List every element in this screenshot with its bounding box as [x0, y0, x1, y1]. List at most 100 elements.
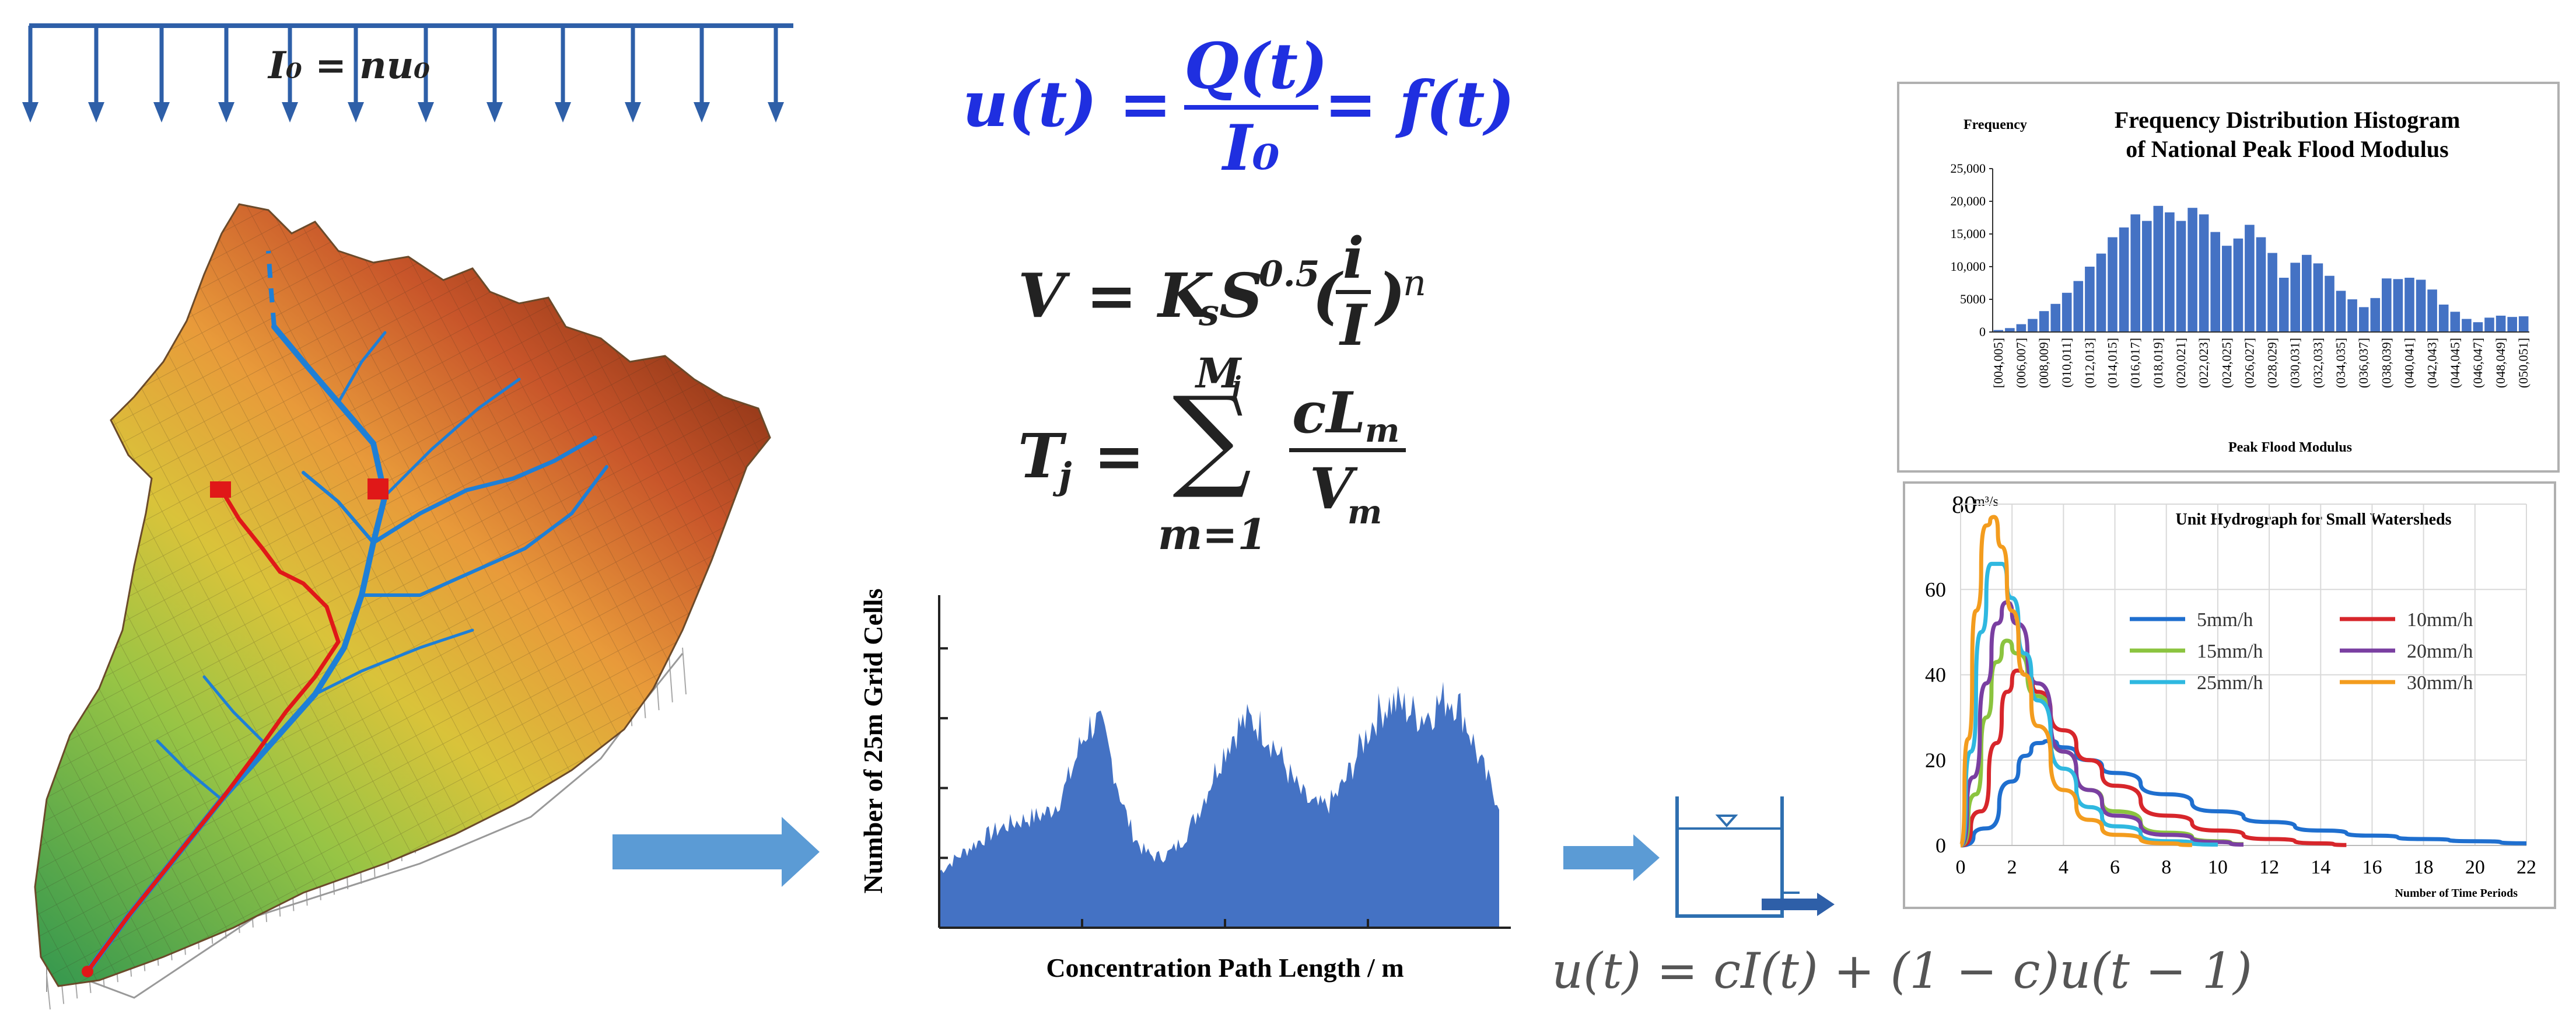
river-headwater-dashed — [266, 250, 276, 327]
histogram-bar — [2382, 278, 2392, 332]
hydrograph-x-tick-label: 0 — [1956, 857, 1966, 878]
tj-sum-symbol: ∑ — [1172, 373, 1252, 502]
hydrograph-ytick-top: 80 — [1952, 492, 1976, 519]
histogram-bar — [2370, 298, 2381, 332]
histogram-x-tick-label: (050,051] — [2516, 338, 2530, 388]
hydrograph-x-tick-label: 12 — [2259, 857, 2279, 878]
hydrograph-legend-label: 20mm/h — [2407, 641, 2473, 662]
watershed-outlet-point — [82, 966, 93, 977]
histogram-x-tick-label: (032,033] — [2311, 338, 2325, 388]
histogram-bar — [2325, 275, 2334, 332]
velocity-slope: S — [1219, 260, 1264, 331]
tj-frac-numerator: cL — [1292, 380, 1366, 446]
histogram-bar — [2507, 317, 2517, 332]
histogram-bar — [2153, 205, 2164, 332]
tj-sum-upper-subscript: j — [1232, 371, 1241, 400]
histogram-y-tick-label: 10,000 — [1951, 259, 1986, 274]
histogram-bar — [2130, 214, 2140, 332]
hydrograph-legend-label: 5mm/h — [2197, 609, 2253, 631]
velocity-equation-lhs: V = K — [1018, 260, 1211, 331]
hydrograph-x-tick-label: 4 — [2059, 857, 2068, 878]
tj-lhs: T — [1018, 420, 1063, 492]
histogram-bar — [2096, 253, 2106, 332]
hydrograph-series-20mm-per-h — [1959, 600, 2244, 848]
hydrograph-x-tick-label: 16 — [2362, 857, 2382, 878]
routing-equation: u(t) = cI(t) + (1 − c)u(t − 1) — [1552, 942, 2252, 999]
unit-response-denominator: I₀ — [1223, 111, 1280, 185]
histogram-bar — [2438, 305, 2449, 332]
histogram-bar — [2496, 316, 2506, 332]
concentration-xlabel: Concentration Path Length / m — [1046, 953, 1404, 983]
frequency-histogram-panel: Frequency Frequency Distribution Histogr… — [1897, 82, 2560, 473]
histogram-bar — [2016, 324, 2027, 332]
unit-response-equation-lhs: u(t) = — [963, 68, 1172, 141]
histogram-x-tick-label: (046,047] — [2470, 338, 2485, 388]
hydrograph-y-tick-label: 60 — [1925, 578, 1946, 601]
hydrograph-y-tick-label: 40 — [1925, 663, 1946, 687]
histogram-x-tick-label: (034,035] — [2333, 338, 2348, 388]
histogram-bar — [2085, 267, 2095, 332]
histogram-bar — [2473, 322, 2483, 332]
rain-arrow — [694, 26, 710, 123]
histogram-bar — [2073, 281, 2084, 332]
hydrograph-x-tick-label: 2 — [2007, 857, 2017, 878]
hydrograph-x-tick-label: 22 — [2516, 857, 2536, 878]
unit-hydrograph-svg: 80 m³/s Unit Hydrograph for Small Waters… — [1925, 492, 2536, 900]
histogram-bar — [1993, 330, 2004, 332]
hydrograph-title: Unit Hydrograph for Small Watersheds — [2176, 511, 2452, 529]
rain-arrow — [487, 26, 503, 123]
histogram-bar — [2199, 214, 2209, 332]
tj-frac-bar — [1289, 448, 1406, 452]
hydrograph-y-tick-label: 0 — [1936, 834, 1946, 857]
histogram-y-tick-label: 5000 — [1960, 292, 1986, 306]
histogram-x-tick-label: (028,029] — [2265, 338, 2280, 388]
histogram-bar — [2393, 279, 2403, 332]
histogram-bar — [2313, 263, 2323, 332]
velocity-slope-exponent: 0.5 — [1259, 254, 1320, 295]
concentration-histogram — [938, 595, 1511, 929]
histogram-x-tick-label: (018,019] — [2151, 338, 2165, 388]
histogram-ylabel: Frequency — [1964, 117, 2027, 132]
rain-arrow — [22, 26, 38, 123]
histogram-bar — [2119, 227, 2129, 332]
histogram-title-line1: Frequency Distribution Histogram — [2115, 107, 2460, 133]
histogram-bar — [2518, 316, 2529, 332]
histogram-x-tick-label: (042,043] — [2425, 338, 2440, 388]
flow-path-start-marker — [210, 481, 231, 498]
unit-hydrograph-panel: 80 m³/s Unit Hydrograph for Small Waters… — [1903, 481, 2556, 909]
histogram-bar — [2336, 291, 2346, 332]
flow-path — [86, 489, 341, 973]
histogram-xlabel: Peak Flood Modulus — [2228, 440, 2352, 455]
tj-frac-denominator-subscript: m — [1348, 493, 1382, 532]
tj-frac-numerator-subscript: m — [1365, 411, 1400, 450]
histogram-bar — [2347, 299, 2357, 332]
velocity-exponent-n: n — [1403, 261, 1426, 304]
tj-sum-lower: m=1 — [1158, 509, 1267, 559]
flow-arrow-2 — [1563, 834, 1660, 881]
hydrograph-legend-label: 30mm/h — [2407, 672, 2473, 694]
hydrograph-legend-label: 15mm/h — [2197, 641, 2263, 662]
unit-response-numerator: Q(t) — [1184, 30, 1328, 103]
unit-response-fraction-bar — [1184, 105, 1318, 110]
histogram-x-tick-label: (008,009] — [2036, 338, 2051, 388]
skirt-line — [46, 974, 51, 1010]
rain-arrow — [218, 26, 235, 123]
histogram-bar — [2416, 279, 2426, 332]
histogram-y-tick-label: 0 — [1979, 324, 1986, 339]
histogram-bar — [2028, 319, 2038, 332]
tj-frac-denominator: V — [1310, 456, 1353, 522]
histogram-x-tick-label: (036,037] — [2356, 338, 2371, 388]
hydrograph-legend-label: 10mm/h — [2407, 609, 2473, 631]
histogram-bar — [2176, 221, 2186, 332]
histogram-bar — [2142, 221, 2152, 332]
concentration-ylabel-box: Number of 25m Grid Cells — [852, 560, 898, 922]
histogram-bar — [2039, 311, 2049, 332]
histogram-x-tick-label: (048,049] — [2493, 338, 2508, 388]
histogram-x-tick-label: (030,031] — [2288, 338, 2302, 388]
tj-subscript: j — [1059, 455, 1072, 497]
histogram-bar — [2005, 328, 2015, 332]
histogram-bar — [2245, 225, 2255, 332]
hydrograph-series-15mm-per-h — [1960, 638, 2244, 848]
velocity-open-paren: ( — [1312, 260, 1342, 331]
